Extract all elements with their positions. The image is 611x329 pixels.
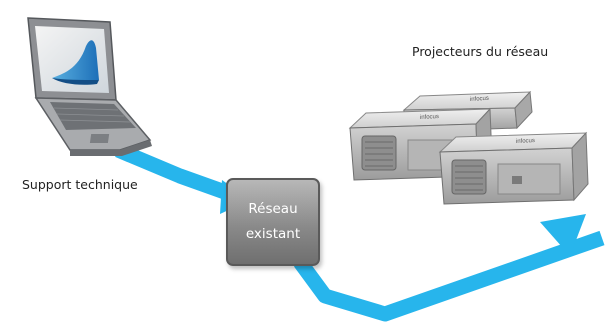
projector-icon: infocus infocus <box>348 90 589 205</box>
svg-text:infocus: infocus <box>420 114 439 121</box>
network-box: Réseau existant <box>226 178 320 266</box>
arrow-network-to-projectors <box>293 214 605 322</box>
support-label: Support technique <box>22 177 138 192</box>
svg-text:infocus: infocus <box>516 138 535 145</box>
network-label-line2: existant <box>245 226 301 242</box>
projectors-label: Projecteurs du réseau <box>412 44 549 59</box>
svg-text:infocus: infocus <box>470 96 489 103</box>
network-label-line1: Réseau <box>248 201 298 217</box>
laptop-icon <box>27 17 152 156</box>
